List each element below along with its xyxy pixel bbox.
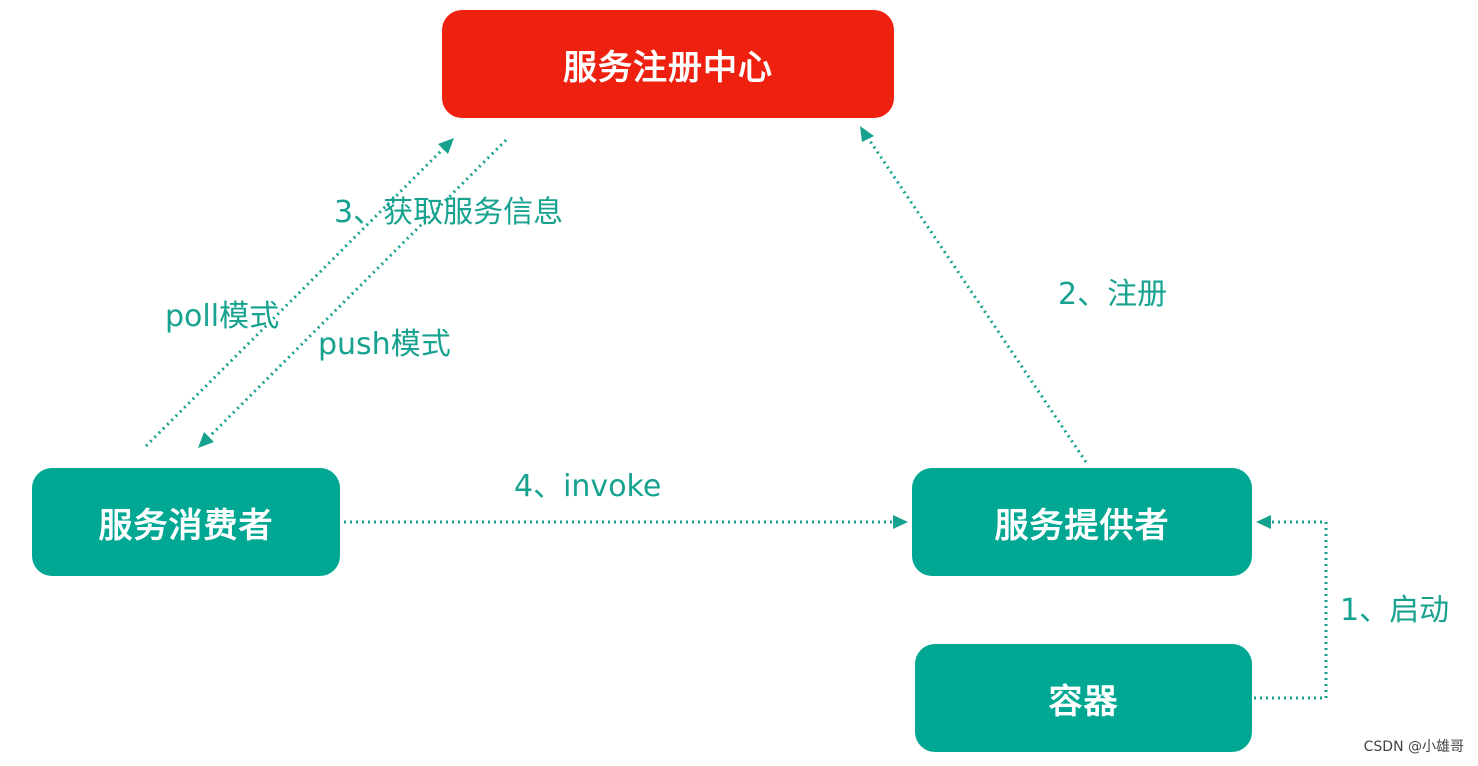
get-service-info-label: 3、获取服务信息 <box>334 195 564 230</box>
register-arrowhead <box>860 126 874 142</box>
watermark: CSDN @小雄哥 <box>1363 739 1464 755</box>
start-edge <box>1254 520 1328 700</box>
push-arrowhead <box>198 432 214 448</box>
service-registry-node: 服务注册中心 <box>442 10 894 118</box>
push-mode-label: push模式 <box>318 327 451 362</box>
register-edge <box>866 137 1088 463</box>
container-node: 容器 <box>915 644 1252 752</box>
register-label: 2、注册 <box>1058 277 1168 312</box>
poll-mode-label: poll模式 <box>165 299 280 334</box>
invoke-label: 4、invoke <box>514 469 662 504</box>
service-consumer-node: 服务消费者 <box>32 468 340 576</box>
poll-edge <box>144 146 446 448</box>
start-arrowhead <box>1256 515 1271 529</box>
push-edge <box>206 138 508 440</box>
start-label: 1、启动 <box>1340 593 1450 628</box>
service-provider-node: 服务提供者 <box>912 468 1252 576</box>
poll-arrowhead <box>438 138 454 154</box>
invoke-arrowhead <box>893 515 908 529</box>
